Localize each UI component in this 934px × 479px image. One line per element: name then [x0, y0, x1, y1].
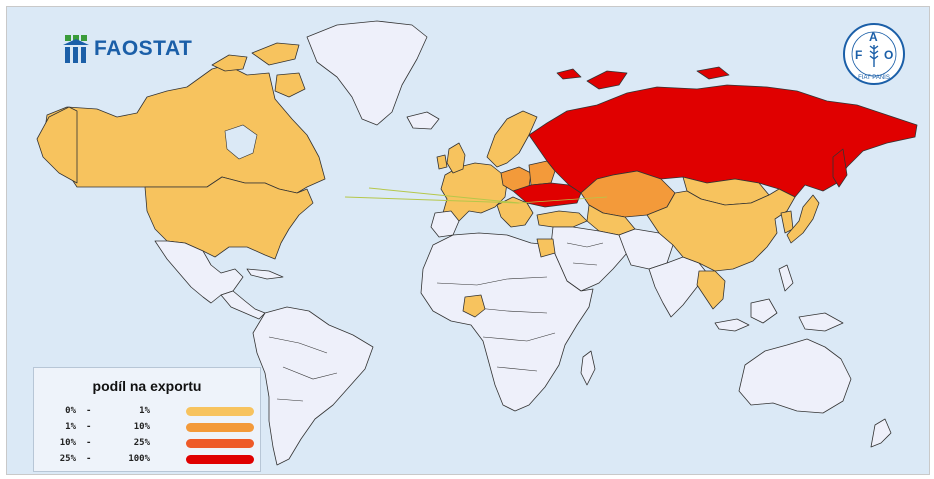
faostat-logo: FAOSTAT	[62, 29, 192, 69]
legend-low-value: 0%	[65, 406, 76, 416]
faostat-logo-text: FAOSTAT	[94, 37, 193, 60]
legend-swatch	[186, 423, 254, 432]
country-australia	[738, 338, 852, 414]
country-western-europe	[440, 162, 508, 226]
country-balkans	[496, 196, 534, 228]
country-south-america	[252, 306, 374, 466]
faostat-logo-icon	[63, 35, 89, 63]
legend-swatch	[186, 455, 254, 464]
legend-swatch	[186, 439, 254, 448]
country-southeast-asia	[696, 270, 726, 310]
country-russia-islands-2	[556, 68, 582, 80]
country-nigeria	[462, 294, 486, 318]
legend-title: podíl na exportu	[92, 378, 202, 394]
legend: podíl na exportu 0% - 1% 1% - 10% 10% - …	[33, 367, 261, 472]
country-ireland	[436, 154, 448, 170]
legend-low-value: 25%	[59, 454, 76, 464]
country-india	[648, 256, 708, 318]
fao-seal-icon: F A O FIAT PANIS	[843, 23, 905, 85]
legend-row: 0% - 1%	[48, 406, 258, 420]
legend-dash: -	[86, 454, 92, 464]
country-uk	[446, 142, 466, 174]
country-central-america	[220, 290, 266, 320]
legend-row: 25% - 100%	[48, 454, 258, 468]
legend-row: 1% - 10%	[48, 422, 258, 436]
legend-high-value: 1%	[139, 406, 150, 416]
legend-dash: -	[86, 422, 92, 432]
legend-high-value: 100%	[128, 454, 150, 464]
legend-high-value: 25%	[133, 438, 150, 448]
country-russia	[528, 84, 918, 198]
country-russia-sakhalin	[832, 148, 848, 188]
country-ukraine	[512, 182, 582, 208]
flow-line-3	[518, 196, 608, 204]
country-usa-alaska	[36, 106, 78, 184]
legend-low-value: 10%	[59, 438, 76, 448]
country-iceland	[406, 111, 440, 130]
legend-dash: -	[86, 438, 92, 448]
country-canada-islands-2	[251, 42, 300, 66]
legend-dash: -	[86, 406, 92, 416]
country-new-guinea	[798, 312, 844, 332]
fao-seal-motto: FIAT PANIS	[858, 75, 890, 81]
legend-row: 10% - 25%	[48, 438, 258, 452]
country-russia-islands-1	[586, 70, 628, 90]
country-turkey	[536, 210, 588, 228]
flow-line-2	[344, 196, 520, 204]
fao-seal-letter-f: F	[855, 48, 862, 62]
country-borneo	[750, 298, 778, 324]
country-egypt	[536, 238, 556, 258]
hudson-bay	[224, 124, 258, 160]
country-canada-islands-1	[211, 54, 248, 72]
legend-high-value: 10%	[133, 422, 150, 432]
country-japan	[786, 194, 820, 244]
country-new-zealand	[870, 418, 892, 448]
country-belarus	[528, 160, 556, 186]
country-canada	[44, 64, 326, 194]
country-greenland	[306, 20, 428, 126]
flow-line-1	[368, 187, 520, 204]
fao-seal-letter-o: O	[884, 48, 893, 62]
country-russia-islands-3	[696, 66, 730, 80]
country-mexico	[154, 240, 244, 304]
country-indonesia	[714, 318, 750, 332]
country-cuba	[246, 268, 284, 280]
country-canada-islands-3	[274, 72, 306, 98]
country-philippines	[778, 264, 794, 292]
legend-low-value: 1%	[65, 422, 76, 432]
legend-swatch	[186, 407, 254, 416]
fao-seal-letter-a: A	[869, 30, 878, 44]
map-frame: FAOSTAT F A O FIAT PANIS podíl na export…	[6, 6, 930, 475]
world-map	[36, 20, 918, 466]
country-madagascar	[580, 350, 596, 386]
wheat-icon	[869, 45, 879, 67]
country-scandinavia	[486, 110, 538, 168]
